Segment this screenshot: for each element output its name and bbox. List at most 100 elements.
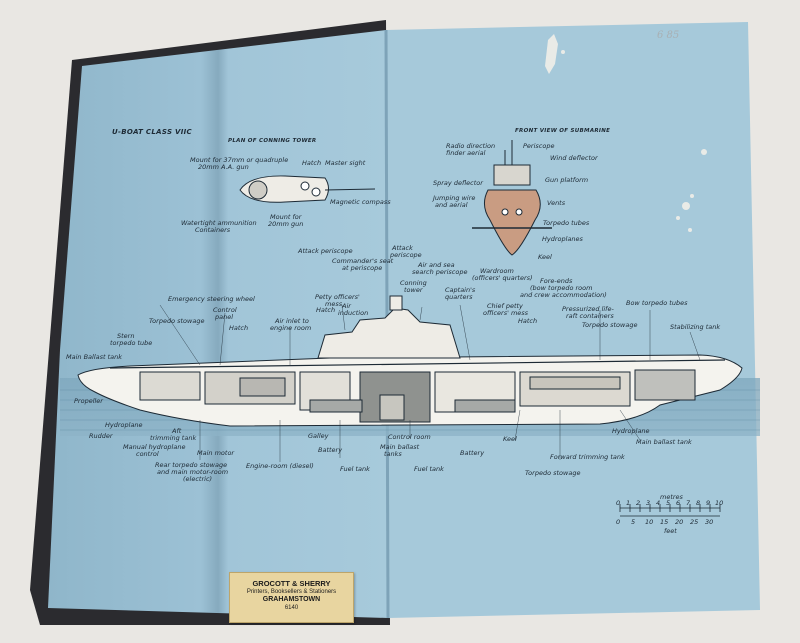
label-main-ballast-r: Main ballast tank [636,438,692,446]
label-chief2: officers' mess [483,309,529,317]
left-endpaper [48,30,388,618]
label-stern-tube1: Stern [117,332,135,340]
label-fuel-tank-l: Fuel tank [340,465,370,473]
label-conning1: Conning [400,279,427,287]
sticker-postcode: 6140 [284,605,299,611]
label-battery-l: Battery [318,446,343,454]
label-control2: panel [215,313,234,321]
scale-metres-label: metres [660,493,683,501]
label-torpedo-tubes-front: Torpedo tubes [543,219,590,227]
label-wardroom1: Wardroom [480,267,514,275]
label-radio2: finder aerial [446,149,486,157]
label-radio1: Radio direction [446,142,496,150]
label-galley: Galley [308,432,329,440]
label-keel-front: Keel [538,253,552,261]
label-stern-tube2: torpedo tube [110,339,153,347]
label-attack-periscope-low: Attack periscope [298,247,353,255]
label-wind: Wind deflector [550,154,598,162]
label-mount-37b: 20mm A.A. gun [198,163,249,171]
label-conning2: tower [404,286,423,294]
label-tower-hatch: Hatch [302,159,322,167]
bookseller-sticker: GROCOTT & SHERRY Printers, Booksellers &… [229,572,354,623]
sticker-town: GRAHAMSTOWN [262,596,321,603]
label-gun-platform: Gun platform [545,176,589,184]
paper-wear-marks [545,34,707,232]
label-main-ballast2: tanks [384,450,402,458]
label-hydroplane-l: Hydroplane [105,421,143,429]
diagram-title: U-BOAT CLASS VIIC [112,128,192,136]
label-wardroom2: (officers' quarters) [472,274,533,282]
label-jumping1: Jumping wire [433,194,476,202]
label-keel: Keel [503,435,517,443]
label-air-inlet1: Air inlet to [275,317,309,325]
label-rear3: (electric) [183,475,213,483]
label-petty1: Petty officers' [315,293,360,301]
label-fore1: Fore-ends [540,277,573,285]
label-rear1: Rear torpedo stowage [155,461,228,469]
label-petty2: mess [325,300,343,308]
label-rear2: and main motor-room [157,468,229,476]
label-hatch-b: Hatch [316,306,336,314]
label-hatch-a: Hatch [229,324,249,332]
submarine-cutaway [77,295,743,427]
label-pressurized1: Pressurized life- [562,305,614,313]
label-commander2: at periscope [342,264,383,272]
label-main-ballast1: Main ballast [380,443,420,451]
label-magnetic: Magnetic compass [330,198,391,206]
sticker-trade: Printers, Booksellers & Stationers [246,589,337,595]
label-emergency: Emergency steering wheel [168,295,255,303]
label-fore3: and crew accommodation) [520,291,607,299]
label-mount-20b: 20mm gun [268,220,304,228]
label-hatch-c: Hatch [518,317,538,325]
label-pressurized2: raft containers [566,312,614,320]
sticker-name: GROCOTT & SHERRY [252,579,331,588]
right-endpaper [386,22,760,618]
label-air-sea2: search periscope [412,268,468,276]
label-attack-periscope1: Attack [392,244,413,252]
label-captains1: Captain's [445,286,476,294]
label-rudder: Rudder [89,432,113,440]
label-torpedo-stowage-l: Torpedo stowage [149,317,205,325]
scale-feet-label: feet [664,527,677,535]
label-master-sight: Master sight [325,159,366,167]
label-commander1: Commander's seat [332,257,394,265]
label-air-sea1: Air and sea [418,261,455,269]
label-main-motor: Main motor [197,449,235,457]
label-hydroplanes-front: Hydroplanes [542,235,583,243]
label-periscope: Periscope [523,142,555,150]
scale-bars [619,504,721,517]
label-control-room: Control room [388,433,431,441]
label-fuel-tank-c: Fuel tank [414,465,444,473]
label-torpedo-stowage-r: Torpedo stowage [582,321,638,329]
label-battery-r: Battery [460,449,485,457]
label-mount-20: Mount for [270,213,302,221]
label-propeller: Propeller [74,397,103,405]
label-jumping2: and aerial [435,201,468,209]
tower-plan-title: PLAN OF CONNING TOWER [228,138,317,144]
label-air-inlet2: engine room [270,324,312,332]
label-vents: Vents [547,199,566,207]
label-torpedo-stowage: Torpedo stowage [525,469,581,477]
label-manual1: Manual hydroplane [123,443,186,451]
label-fore2: (bow torpedo room [530,284,593,292]
handwritten-note: 6 85 [657,30,680,41]
label-spray: Spray deflector [433,179,483,187]
label-manual2: control [136,450,159,458]
label-captains2: quarters [445,293,473,301]
front-view-title: FRONT VIEW OF SUBMARINE [515,128,611,134]
label-mount-37: Mount for 37mm or quadruple [190,156,289,164]
label-forward-trim: Forward trimming tank [550,453,625,461]
label-watertight2: Containers [195,226,231,234]
label-aft1: Aft [172,427,182,435]
label-chief1: Chief petty [487,302,523,310]
front-view [472,140,552,256]
label-aft2: trimming tank [150,434,197,442]
label-stabilizing: Stabilizing tank [670,323,721,331]
label-engine-room: Engine-room (diesel) [246,462,314,470]
conning-tower-plan [239,175,376,203]
label-main-ballast-l: Main Ballast tank [66,353,123,361]
label-bow-tubes: Bow torpedo tubes [626,299,688,307]
label-attack-periscope2: periscope [390,251,422,259]
label-hydroplane-r: Hydroplane [612,427,650,435]
